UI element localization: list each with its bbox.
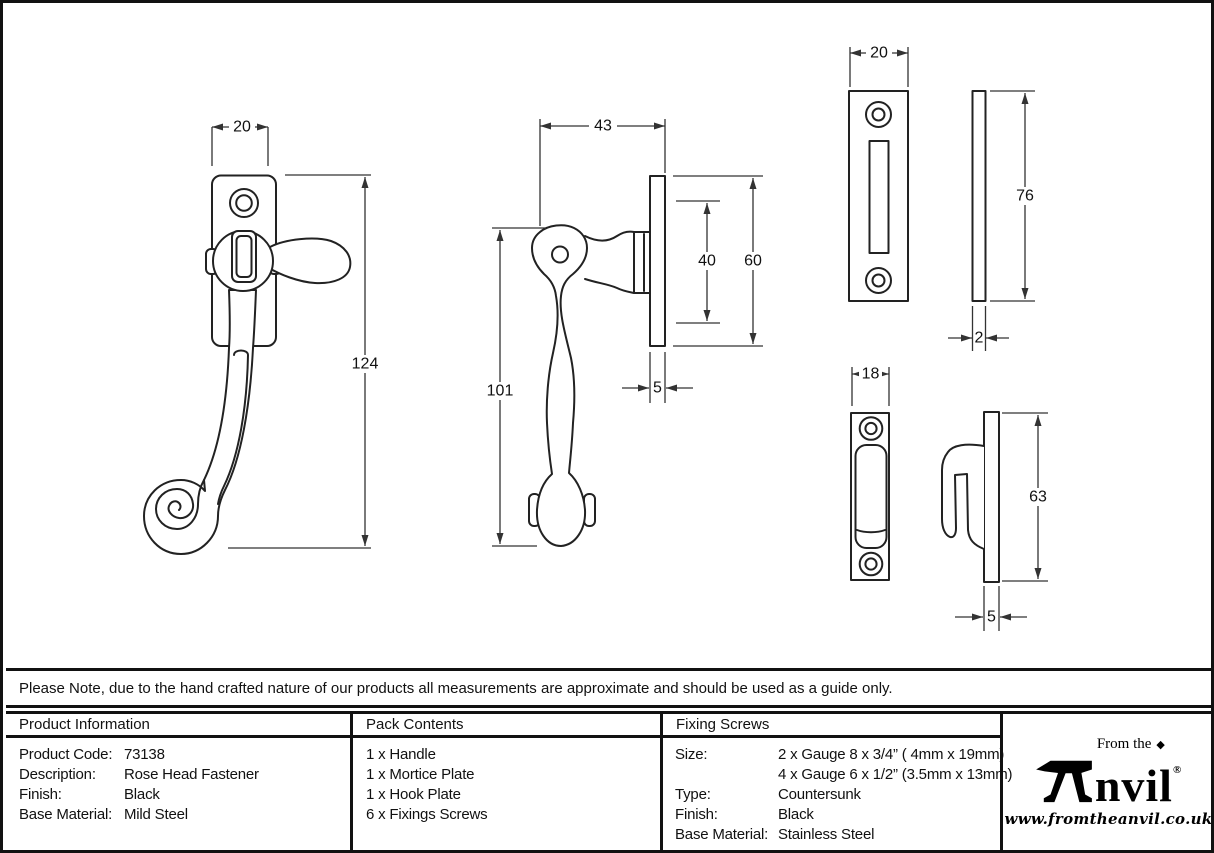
hook-plate-drawing: 18 63 5 bbox=[850, 366, 1052, 631]
table-row: Finish: Black bbox=[6, 785, 350, 805]
product-information-header: Product Information bbox=[6, 714, 350, 738]
fixing-screws-header: Fixing Screws bbox=[663, 714, 1000, 738]
row-value: 73138 bbox=[124, 746, 165, 763]
mortice-plate-drawing: 20 76 2 bbox=[848, 45, 1039, 351]
screw-hole-inner bbox=[235, 194, 253, 212]
brand-logo-cell: From the◆ nvil® www.fromtheanvil.co.uk bbox=[1000, 714, 1213, 850]
dim-front-width: 20 bbox=[233, 119, 251, 136]
table-row: Description: Rose Head Fastener bbox=[6, 765, 350, 785]
product-information-column: Product Information Product Code: 73138 … bbox=[6, 714, 350, 850]
handle-side-profile bbox=[531, 224, 588, 547]
pack-item: 6 x Fixings Screws bbox=[366, 806, 488, 823]
mortice-plate-side bbox=[971, 90, 987, 302]
rose-disc bbox=[633, 231, 651, 294]
pack-contents-column: Pack Contents 1 x Handle 1 x Mortice Pla… bbox=[350, 714, 660, 850]
dim-mortice-thickness: 2 bbox=[975, 330, 984, 347]
dim-hook-height: 63 bbox=[1029, 489, 1047, 506]
rose-cone-top bbox=[584, 230, 635, 242]
dim-hook-width: 18 bbox=[862, 366, 880, 383]
table-row: Product Code: 73138 bbox=[6, 745, 350, 765]
dim-side-thickness: 5 bbox=[653, 380, 662, 397]
row-label: Product Code: bbox=[19, 746, 113, 763]
hook-front-slot bbox=[854, 444, 888, 549]
pack-item: 1 x Mortice Plate bbox=[366, 766, 475, 783]
diamond-icon: ◆ bbox=[1156, 739, 1165, 751]
product-info-table: Product Information Product Code: 73138 … bbox=[6, 711, 1213, 850]
row-label: Size: bbox=[675, 746, 708, 763]
registered-mark: ® bbox=[1172, 764, 1183, 776]
logo-tagline: From the◆ bbox=[1096, 736, 1165, 752]
row-value: Mild Steel bbox=[124, 806, 188, 823]
note-text: Please Note, due to the hand crafted nat… bbox=[19, 679, 893, 697]
pack-contents-header: Pack Contents bbox=[353, 714, 660, 738]
table-row: Size: 2 x Gauge 8 x 3/4” ( 4mm x 19mm) bbox=[663, 745, 1004, 765]
row-label: Type: bbox=[675, 786, 711, 803]
anvil-icon bbox=[1035, 760, 1092, 803]
row-value: 4 x Gauge 6 x 1/2” (3.5mm x 13mm) bbox=[778, 766, 1013, 783]
hook-plate-side bbox=[983, 411, 1000, 583]
dim-plate-height: 60 bbox=[744, 253, 762, 270]
shaft-contour-line bbox=[217, 349, 249, 505]
row-value: 2 x Gauge 8 x 3/4” ( 4mm x 19mm) bbox=[778, 746, 1005, 763]
handle-grip bbox=[268, 237, 352, 285]
dim-handle-height: 101 bbox=[487, 383, 514, 400]
dim-mortice-width: 20 bbox=[870, 45, 888, 62]
row-label: Finish: bbox=[675, 806, 718, 823]
monkey-tail-curl bbox=[155, 479, 205, 530]
table-row: Base Material: Mild Steel bbox=[6, 805, 350, 825]
mortice-slot bbox=[868, 140, 890, 254]
technical-drawing-area: 20 124 43 bbox=[6, 6, 1211, 668]
table-row: Finish: Black bbox=[663, 805, 1000, 825]
from-the-anvil-logo: From the◆ nvil® www.fromtheanvil.co.uk bbox=[1004, 736, 1213, 828]
row-label bbox=[663, 765, 778, 785]
dim-side-width: 43 bbox=[594, 118, 612, 135]
row-value: Black bbox=[124, 786, 160, 803]
row-value: Black bbox=[778, 806, 814, 823]
side-view-drawing: 43 101 40 60 5 bbox=[483, 118, 767, 547]
row-value: Stainless Steel bbox=[778, 826, 875, 843]
monkey-tail-shaft bbox=[143, 289, 257, 555]
measurement-note: Please Note, due to the hand crafted nat… bbox=[6, 668, 1211, 708]
brand-website: www.fromtheanvil.co.uk bbox=[1004, 810, 1213, 828]
dim-mortice-height: 76 bbox=[1016, 188, 1034, 205]
brand-wordmark: nvil® bbox=[1094, 760, 1183, 811]
table-row: Base Material: Stainless Steel bbox=[663, 825, 1000, 845]
dim-hook-thickness: 5 bbox=[987, 609, 996, 626]
row-value: Countersunk bbox=[778, 786, 861, 803]
row-label: Base Material: bbox=[19, 806, 113, 823]
row-value: Rose Head Fastener bbox=[124, 766, 259, 783]
dim-front-height: 124 bbox=[352, 356, 379, 373]
pack-item: 1 x Handle bbox=[366, 746, 436, 763]
hook-profile bbox=[941, 443, 985, 550]
row-label: Base Material: bbox=[675, 826, 769, 843]
front-view-drawing: 20 124 bbox=[143, 119, 382, 555]
rose-plate-side bbox=[649, 175, 666, 347]
fixing-screws-column: Fixing Screws Size: 2 x Gauge 8 x 3/4” (… bbox=[660, 714, 1013, 850]
table-row: Type: Countersunk bbox=[663, 785, 1000, 805]
keep-slot-inner bbox=[235, 235, 253, 278]
row-label: Description: bbox=[19, 766, 96, 783]
handle-pivot-hole bbox=[551, 245, 569, 264]
rose-cone-bottom bbox=[584, 278, 635, 294]
pack-item: 1 x Hook Plate bbox=[366, 786, 461, 803]
row-label: Finish: bbox=[19, 786, 62, 803]
table-row: 4 x Gauge 6 x 1/2” (3.5mm x 13mm) bbox=[663, 765, 1013, 785]
dim-inner-height: 40 bbox=[698, 253, 716, 270]
